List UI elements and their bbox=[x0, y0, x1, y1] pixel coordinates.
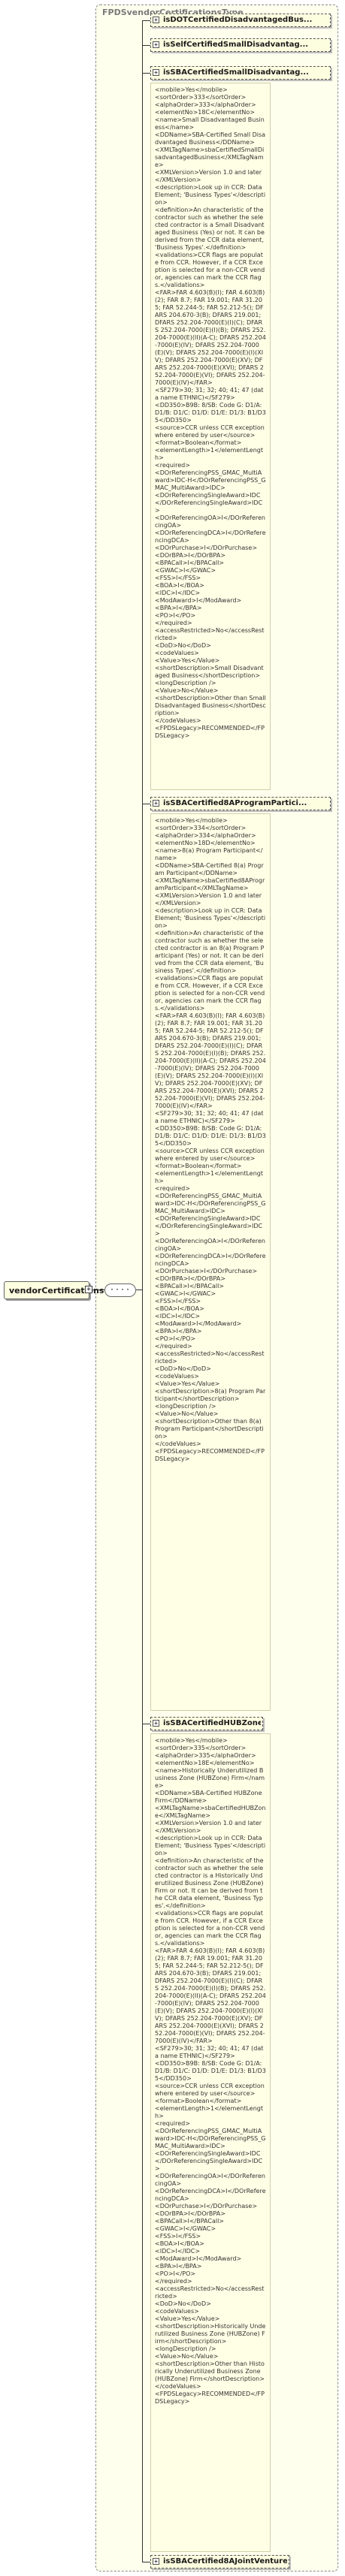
element-isSBACertifiedHUBZone[interactable]: + isSBACertifiedHUBZone bbox=[150, 1717, 263, 1730]
expand-icon[interactable]: + bbox=[153, 2558, 159, 2565]
expand-icon[interactable]: + bbox=[153, 800, 159, 807]
annotation-sba-hubzone: <mobile>Yes</mobile> <sortOrder>335</sor… bbox=[150, 1733, 271, 2552]
element-isSBACertifiedSmallDisadvantaged[interactable]: + isSBACertifiedSmallDisadvantag... bbox=[150, 66, 331, 80]
element-label: isSBACertifiedHUBZone bbox=[163, 1719, 261, 1727]
element-isSelfCertifiedSmallDisadvantaged[interactable]: + isSelfCertifiedSmallDisadvantag... bbox=[150, 38, 331, 52]
expand-icon[interactable]: + bbox=[85, 1286, 92, 1293]
root-element-vendorCertifications[interactable]: vendorCertifications bbox=[4, 1281, 104, 1299]
branch-tick bbox=[142, 73, 151, 74]
element-isDOTCertifiedDisadvantagedBusiness[interactable]: + isDOTCertifiedDisadvantagedBus... bbox=[150, 14, 331, 27]
annotation-sba-8a-program: <mobile>Yes</mobile> <sortOrder>334</sor… bbox=[150, 813, 271, 1711]
expand-icon[interactable]: + bbox=[153, 1720, 159, 1727]
sequence-dots-icon: ···· bbox=[110, 1286, 132, 1294]
element-label: isSBACertifiedSmallDisadvantag... bbox=[163, 68, 309, 77]
sequence-compositor[interactable]: ···· bbox=[104, 1283, 136, 1297]
annotation-sba-small-disadvantaged: <mobile>Yes</mobile> <sortOrder>333</sor… bbox=[150, 83, 271, 790]
expand-icon[interactable]: + bbox=[153, 69, 159, 76]
branch-tick bbox=[142, 45, 151, 46]
element-label: isSelfCertifiedSmallDisadvantag... bbox=[163, 41, 309, 49]
sequence-branch-line bbox=[142, 20, 143, 2562]
element-isSBACertified8AProgramParticipant[interactable]: + isSBACertified8AProgramPartici... bbox=[150, 797, 331, 810]
element-isSBACertified8AJointVenture[interactable]: + isSBACertified8AJointVenture bbox=[150, 2555, 289, 2568]
root-element-label: vendorCertifications bbox=[9, 1286, 104, 1296]
element-label: isSBACertified8AProgramPartici... bbox=[163, 799, 307, 807]
expand-icon[interactable]: + bbox=[153, 41, 159, 48]
branch-tick bbox=[142, 20, 151, 21]
element-label: isDOTCertifiedDisadvantagedBus... bbox=[163, 16, 313, 24]
element-label: isSBACertified8AJointVenture bbox=[163, 2557, 287, 2565]
expand-icon[interactable]: + bbox=[153, 17, 159, 23]
